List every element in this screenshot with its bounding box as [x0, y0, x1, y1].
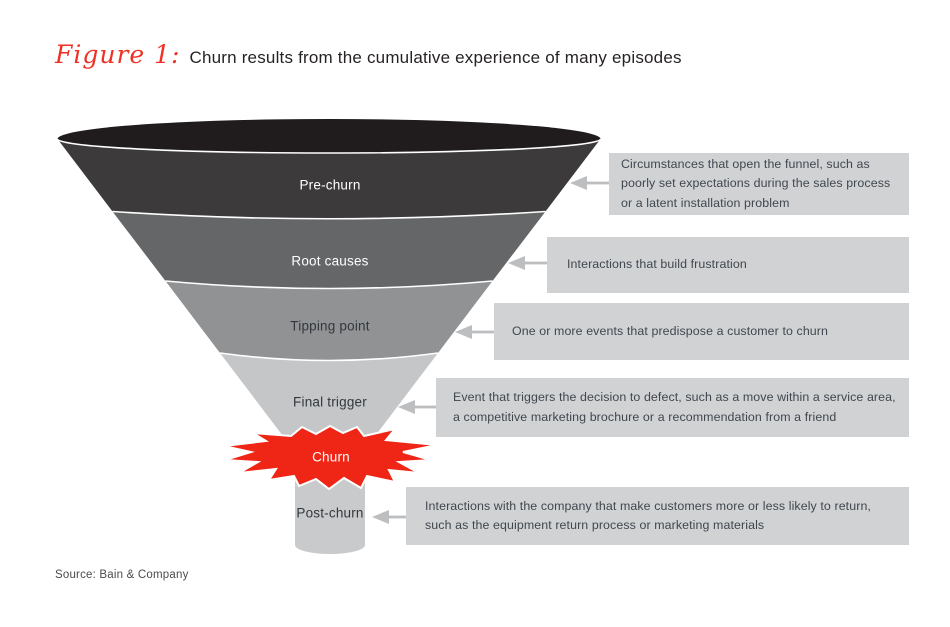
band-label-final-trigger: Final trigger [293, 394, 367, 410]
churn-starburst [223, 424, 438, 491]
arrow-left-icon [455, 325, 494, 339]
band-separator-line [165, 280, 493, 290]
arrow-left-icon [372, 510, 406, 524]
callout-tipping-point: One or more events that predispose a cus… [494, 303, 909, 360]
callout-arrows [372, 176, 609, 524]
band-label-root-causes: Root causes [291, 253, 369, 269]
callout-text: Interactions with the company that make … [425, 498, 871, 532]
callout-final-trigger: Event that triggers the decision to defe… [436, 378, 909, 437]
callout-text: Interactions that build frustration [567, 257, 747, 272]
arrow-left-icon [570, 176, 609, 190]
funnel-band-root-causes [112, 211, 546, 289]
funnel-opening-ellipse [57, 119, 601, 153]
band-label-pre-churn: Pre-churn [299, 177, 361, 193]
band-separator-lines [56, 138, 602, 362]
callout-post-churn: Interactions with the company that make … [406, 487, 909, 545]
band-label-churn: Churn [312, 449, 350, 465]
callout-text: One or more events that predispose a cus… [512, 323, 829, 338]
band-separator-line [112, 210, 546, 220]
callout-text: Event that triggers the decision to defe… [453, 390, 896, 424]
callout-text: Circumstances that open the funnel, such… [621, 157, 891, 210]
band-label-post-churn: Post-churn [296, 505, 364, 521]
arrow-left-icon [398, 400, 436, 414]
callout-pre-churn: Circumstances that open the funnel, such… [609, 153, 909, 215]
figure-header: Figure 1: Churn results from the cumulat… [55, 40, 682, 69]
figure-title: Churn results from the cumulative experi… [189, 48, 682, 67]
figure-number-label: Figure 1: [55, 40, 181, 69]
funnel-band-tipping-point [165, 281, 493, 361]
arrow-left-icon [508, 256, 547, 270]
funnel-band-pre-churn [57, 139, 601, 219]
funnel-band-final-trigger [220, 353, 438, 450]
band-label-tipping-point: Tipping point [290, 318, 370, 334]
source-note: Source: Bain & Company [55, 569, 189, 581]
callout-root-causes: Interactions that build frustration [547, 237, 909, 293]
band-separator-line [219, 352, 439, 362]
band-separator-line [56, 138, 602, 154]
